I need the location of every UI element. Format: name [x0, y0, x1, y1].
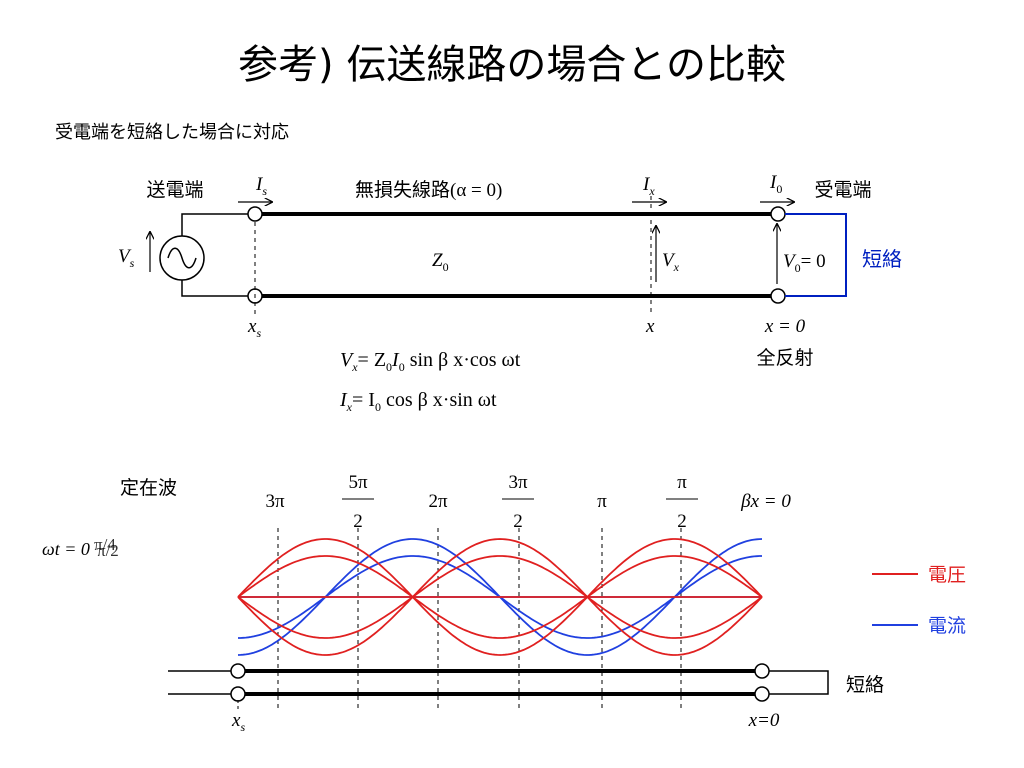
phase-label-num-3: 3π [508, 472, 528, 493]
phase-label-0: 3π [265, 491, 285, 512]
phase-label-num-5: π [677, 472, 687, 493]
current-ix-label: Ix [642, 174, 655, 198]
voltage-x-label: Vx [662, 250, 680, 274]
waves [237, 538, 763, 656]
node-lines [277, 528, 682, 712]
source-voltage-label: Vs [118, 246, 135, 270]
bottom-terminal-xs-bottom [230, 686, 246, 702]
sending-end-label: 送電端 [146, 179, 203, 201]
bottom-short-wire [768, 670, 829, 695]
phase-label-4: π [597, 491, 607, 512]
voltage-0-label: V0= 0 [783, 251, 826, 275]
voltage-wave-3 [237, 555, 763, 639]
current-i0-label: I0 [769, 172, 782, 196]
terminal-end-top [770, 206, 786, 222]
phase-label-den-5: 2 [677, 511, 687, 532]
legend-current-label: 電流 [928, 615, 966, 637]
bottom-position-zero-label: x=0 [748, 710, 780, 731]
full-reflection-label: 全反射 [756, 347, 813, 369]
impedance-label: Z0 [432, 250, 449, 274]
phase-label-den-3: 2 [513, 511, 523, 532]
standing-wave-label: 定在波 [120, 477, 177, 499]
legend-voltage-label: 電圧 [928, 564, 966, 586]
phase-label-num-1: 5π [348, 472, 368, 493]
short-circuit-wire [785, 213, 847, 297]
omega-t-ghost-1: π/4 [94, 535, 116, 554]
receiving-end-label: 受電端 [814, 179, 871, 201]
terminal-xs-top [247, 206, 263, 222]
voltage-wave-0 [237, 538, 763, 656]
phase-label-den-1: 2 [353, 511, 363, 532]
sine-wave-icon [167, 247, 197, 269]
omega-t-ghost-2: π/2 [97, 541, 119, 560]
voltage-equation: Vx= Z0I0 sin β x·cos ωt [340, 349, 521, 374]
bottom-terminal-end-top [754, 663, 770, 679]
bottom-position-xs-label: xs [231, 710, 245, 734]
short-label-top: 短絡 [862, 247, 902, 271]
voltage-wave-1 [237, 555, 763, 639]
phase-label-2: 2π [428, 491, 448, 512]
bottom-terminal-xs-top [230, 663, 246, 679]
position-zero-label: x = 0 [764, 316, 806, 337]
position-xs-label: xs [247, 316, 261, 340]
page-title: 参考) 伝送線路の場合との比較 [238, 42, 786, 88]
position-x-label: x [645, 316, 655, 337]
bottom-terminal-end-bottom [754, 686, 770, 702]
current-equation: Ix= I0 cos β x·sin ωt [339, 389, 497, 414]
voltage-wave-4 [237, 538, 763, 656]
current-is-label: Is [255, 174, 267, 198]
omega-t-label: ωt = 0 [42, 539, 90, 559]
transmission-line-diagram: 送電端 無損失線路(α = 0) 受電端 Is Ix I0 Vs 短絡 Z0 V… [118, 172, 902, 414]
terminal-end-bottom [770, 288, 786, 304]
subtitle: 受電端を短絡した場合に対応 [55, 122, 289, 143]
short-label-bottom: 短絡 [846, 674, 884, 696]
line-name-label: 無損失線路(α = 0) [355, 179, 502, 201]
phase-label-6: βx = 0 [740, 491, 791, 512]
